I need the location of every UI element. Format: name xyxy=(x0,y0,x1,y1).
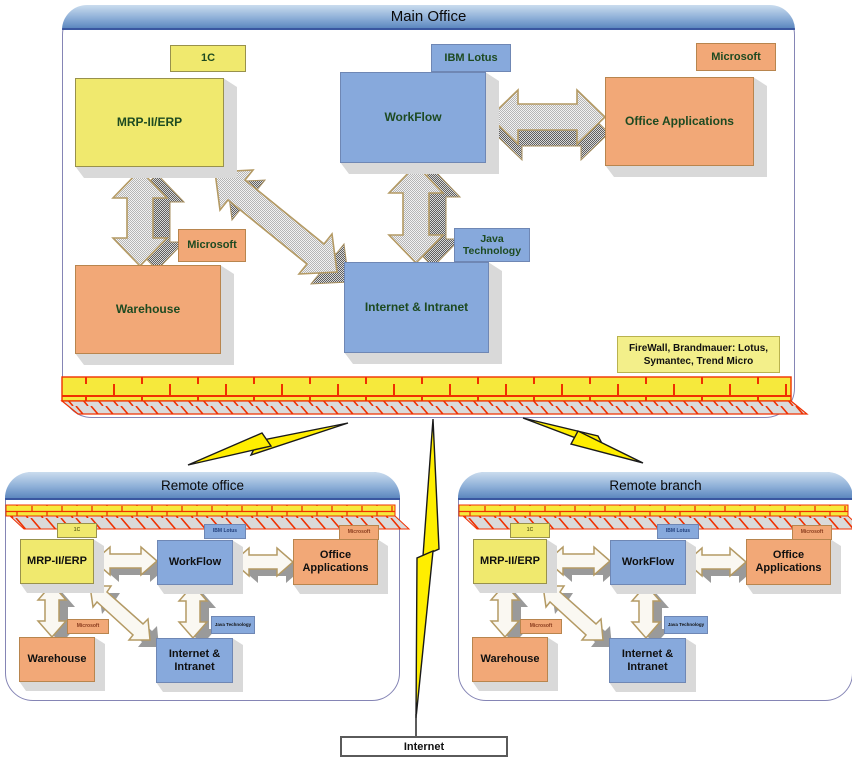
remote-office-title: Remote office xyxy=(160,477,245,493)
tag-ibm-lotus-remote-office: IBM Lotus xyxy=(204,524,246,539)
firewall-note: FireWall, Brandmauer: Lotus, Symantec, T… xyxy=(617,336,780,373)
tag-microsoft-warehouse-remote-branch: Microsoft xyxy=(520,619,562,634)
box-workflow-remote-branch: WorkFlow xyxy=(610,540,686,585)
tag-ibm-lotus-remote-branch: IBM Lotus xyxy=(657,524,699,539)
box-warehouse-remote-branch: Warehouse xyxy=(472,637,548,682)
tag-microsoft-warehouse-main: Microsoft xyxy=(178,229,246,262)
internet-box: Internet xyxy=(340,736,508,757)
tag-ibm-lotus-main: IBM Lotus xyxy=(431,44,511,72)
box-internet-intranet-remote-office: Internet & Intranet xyxy=(156,638,233,683)
tag-1c-main: 1C xyxy=(170,45,246,72)
box-office-applications-remote-branch: Office Applications xyxy=(746,539,831,585)
tag-java-technology-remote-office: Java Technology xyxy=(211,616,255,634)
box-workflow-main: WorkFlow xyxy=(340,72,486,163)
box-office-applications-remote-office: Office Applications xyxy=(293,539,378,585)
tag-microsoft-officeapps-remote-branch: Microsoft xyxy=(792,525,832,540)
remote-office-header: Remote office xyxy=(5,472,400,500)
tag-1c-remote-office: 1C xyxy=(57,523,97,538)
tag-microsoft-officeapps-remote-office: Microsoft xyxy=(339,525,379,540)
box-mrp-erp-remote-office: MRP-II/ERP xyxy=(20,539,94,584)
tag-microsoft-officeapps-main: Microsoft xyxy=(696,43,776,71)
box-mrp-erp-main: MRP-II/ERP xyxy=(75,78,224,167)
box-mrp-erp-remote-branch: MRP-II/ERP xyxy=(473,539,547,584)
box-internet-intranet-remote-branch: Internet & Intranet xyxy=(609,638,686,683)
box-workflow-remote-office: WorkFlow xyxy=(157,540,233,585)
tag-java-technology-main: Java Technology xyxy=(454,228,530,262)
main-office-header: Main Office xyxy=(62,5,795,30)
box-internet-intranet-main: Internet & Intranet xyxy=(344,262,489,353)
tag-1c-remote-branch: 1C xyxy=(510,523,550,538)
box-warehouse-main: Warehouse xyxy=(75,265,221,354)
tag-microsoft-warehouse-remote-office: Microsoft xyxy=(67,619,109,634)
box-warehouse-remote-office: Warehouse xyxy=(19,637,95,682)
main-office-title: Main Office xyxy=(390,8,467,25)
tag-java-technology-remote-branch: Java Technology xyxy=(664,616,708,634)
remote-branch-header: Remote branch xyxy=(458,472,852,500)
box-office-applications-main: Office Applications xyxy=(605,77,754,166)
remote-branch-title: Remote branch xyxy=(609,477,702,493)
